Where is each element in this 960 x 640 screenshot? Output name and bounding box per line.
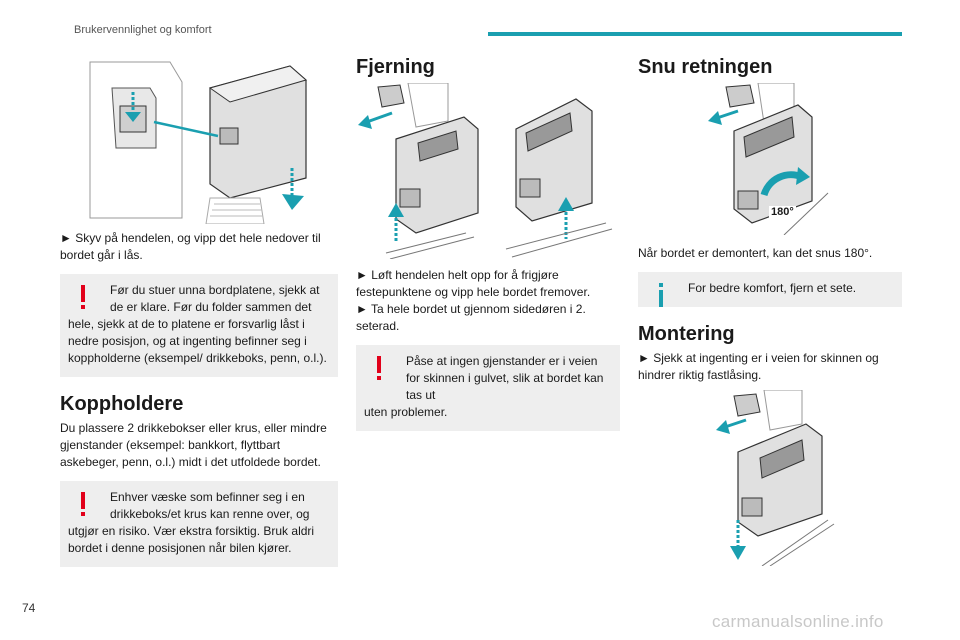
warning-text-rest: uten problemer. <box>364 405 448 419</box>
warning-text-rest: hele, sjekk at de to platene er forsvarl… <box>68 317 327 365</box>
instruction-step: ► Skyv på hendelen, og vipp det hele ned… <box>60 231 321 262</box>
warning-exclamation-icon <box>377 356 381 380</box>
table-lever-illustration <box>89 61 308 224</box>
warning-text-first: Enhver væske som befinner seg i en drikk… <box>110 490 310 521</box>
warning-exclamation-icon <box>81 285 85 309</box>
warning-text-rest: utgjør en risiko. Vær ekstra forsiktig. … <box>68 524 315 555</box>
section-heading-montering: Montering <box>638 323 735 345</box>
warning-text-first: Påse at ingen gjenstander er i veien for… <box>406 354 604 402</box>
warning-box-cupholder: Enhver væske som befinner seg i en drikk… <box>60 481 338 567</box>
page-number: 74 <box>22 601 36 615</box>
section-heading-koppholdere: Koppholdere <box>60 393 184 415</box>
header-accent-bar <box>488 32 902 36</box>
instruction-step-2: ► Ta hele bordet ut gjennom sidedøren i … <box>356 302 586 333</box>
info-box: For bedre komfort, fjern et sete. <box>638 272 902 307</box>
info-icon <box>659 283 663 307</box>
table-removal-illustration <box>358 83 613 259</box>
warning-box-removal: Påse at ingen gjenstander er i veien for… <box>356 345 620 431</box>
header-title: Brukervennlighet og komfort <box>74 24 212 36</box>
column-left: ► Skyv på hendelen, og vipp det hele ned… <box>60 48 338 567</box>
section-heading-snu-retningen: Snu retningen <box>638 56 773 78</box>
rotation-angle-label: 180° <box>769 206 796 218</box>
column-right: Snu retningen 180° Når bordet er demonte… <box>638 48 902 566</box>
info-text: For bedre komfort, fjern et sete. <box>688 281 857 295</box>
table-rotation-illustration <box>708 83 829 235</box>
section-heading-fjerning: Fjerning <box>356 56 435 78</box>
instruction-step-1: ► Løft hendelen helt opp for å frigjøre … <box>356 268 591 299</box>
warning-exclamation-icon <box>81 492 85 516</box>
warning-box: Før du stuer unna bordplatene, sjekk at … <box>60 274 338 377</box>
cupholder-description: Du plassere 2 drikkebokser eller krus, e… <box>60 421 327 469</box>
rotation-description: Når bordet er demontert, kan det snus 18… <box>638 246 873 260</box>
table-mounting-illustration <box>716 390 835 566</box>
warning-text-first: Før du stuer unna bordplatene, sjekk at … <box>110 283 320 314</box>
column-middle: Fjerning ► Løft hendelen helt opp for å … <box>356 48 620 431</box>
watermark: carmanualsonline.info <box>712 612 884 631</box>
instruction-step: ► Sjekk at ingenting er i veien for skin… <box>638 351 879 382</box>
